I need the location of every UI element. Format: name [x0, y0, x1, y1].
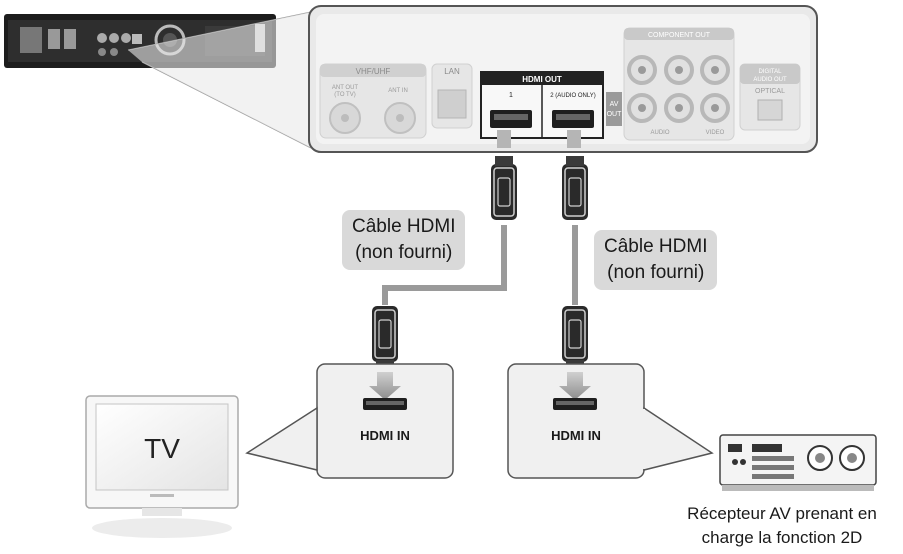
receiver-caption-line1: Récepteur AV prenant en [687, 504, 877, 523]
av-out-badge: AV OUT [606, 92, 622, 126]
audio-out-label: AUDIO OUT [753, 77, 787, 83]
to-tv-label: (TO TV) [334, 92, 355, 98]
component-out-label: COMPONENT OUT [648, 32, 711, 39]
lan-port [437, 89, 467, 119]
zoom-lines [127, 11, 312, 149]
receiver-hdmi-in-label: HDMI IN [551, 428, 601, 443]
hdmi-port-1-label: 1 [509, 92, 513, 99]
hdmi-out-section: HDMI OUT 1 2 (AUDIO ONLY) [480, 71, 604, 139]
optical-port [757, 99, 783, 121]
lan-section: LAN [431, 63, 473, 129]
left-cable [382, 225, 507, 305]
av-receiver-device [719, 434, 877, 491]
cable-label-right: Câble HDMI (non fourni) [594, 230, 718, 290]
receiver-caption-line2: charge la fonction 2D [701, 528, 863, 547]
optical-label: OPTICAL [755, 88, 785, 95]
audio-label: AUDIO [650, 130, 669, 136]
hdmi-plug-bottom-right [561, 305, 589, 371]
digital-label: DIGITAL [759, 69, 783, 75]
lan-label: LAN [444, 67, 460, 76]
cable-label-right-line1: Câble HDMI [604, 236, 708, 257]
hdmi-plug-bottom-left [371, 305, 399, 371]
receiver-hdmi-in-box [507, 363, 714, 479]
vhf-uhf-label: VHF/UHF [356, 67, 391, 76]
cable-label-left-line2: (non fourni) [355, 242, 453, 263]
receiver-caption: Récepteur AV prenant en charge la foncti… [664, 502, 900, 550]
cables [382, 130, 581, 305]
ant-in-label: ANT IN [388, 88, 408, 94]
out-label: OUT [607, 111, 623, 118]
cable-label-left: Câble HDMI (non fourni) [342, 210, 466, 270]
hdmi-plug-top-left [490, 155, 518, 221]
ant-out-label: ANT OUT [332, 85, 359, 91]
av-label: AV [610, 101, 619, 108]
hdmi-plug-top-right [561, 155, 589, 221]
tv-label: TV [144, 433, 180, 464]
cable-label-right-line2: (non fourni) [607, 262, 705, 283]
tv-hdmi-in-box [245, 363, 454, 479]
vhf-uhf-section: VHF/UHF ANT OUT (TO TV) ANT IN [319, 63, 427, 139]
tv-device: TV [85, 395, 239, 538]
tv-hdmi-in-label: HDMI IN [360, 428, 410, 443]
digital-audio-out-section: DIGITAL AUDIO OUT OPTICAL [739, 63, 801, 131]
component-out-section: COMPONENT OUT AUDIO VIDEO [623, 27, 735, 141]
back-panel: VHF/UHF ANT OUT (TO TV) ANT IN LAN HDMI … [308, 5, 818, 153]
hdmi-out-label: HDMI OUT [522, 75, 562, 84]
hdmi-port-2-label: 2 (AUDIO ONLY) [550, 93, 596, 99]
cable-label-left-line1: Câble HDMI [352, 216, 456, 237]
video-label: VIDEO [706, 130, 725, 136]
